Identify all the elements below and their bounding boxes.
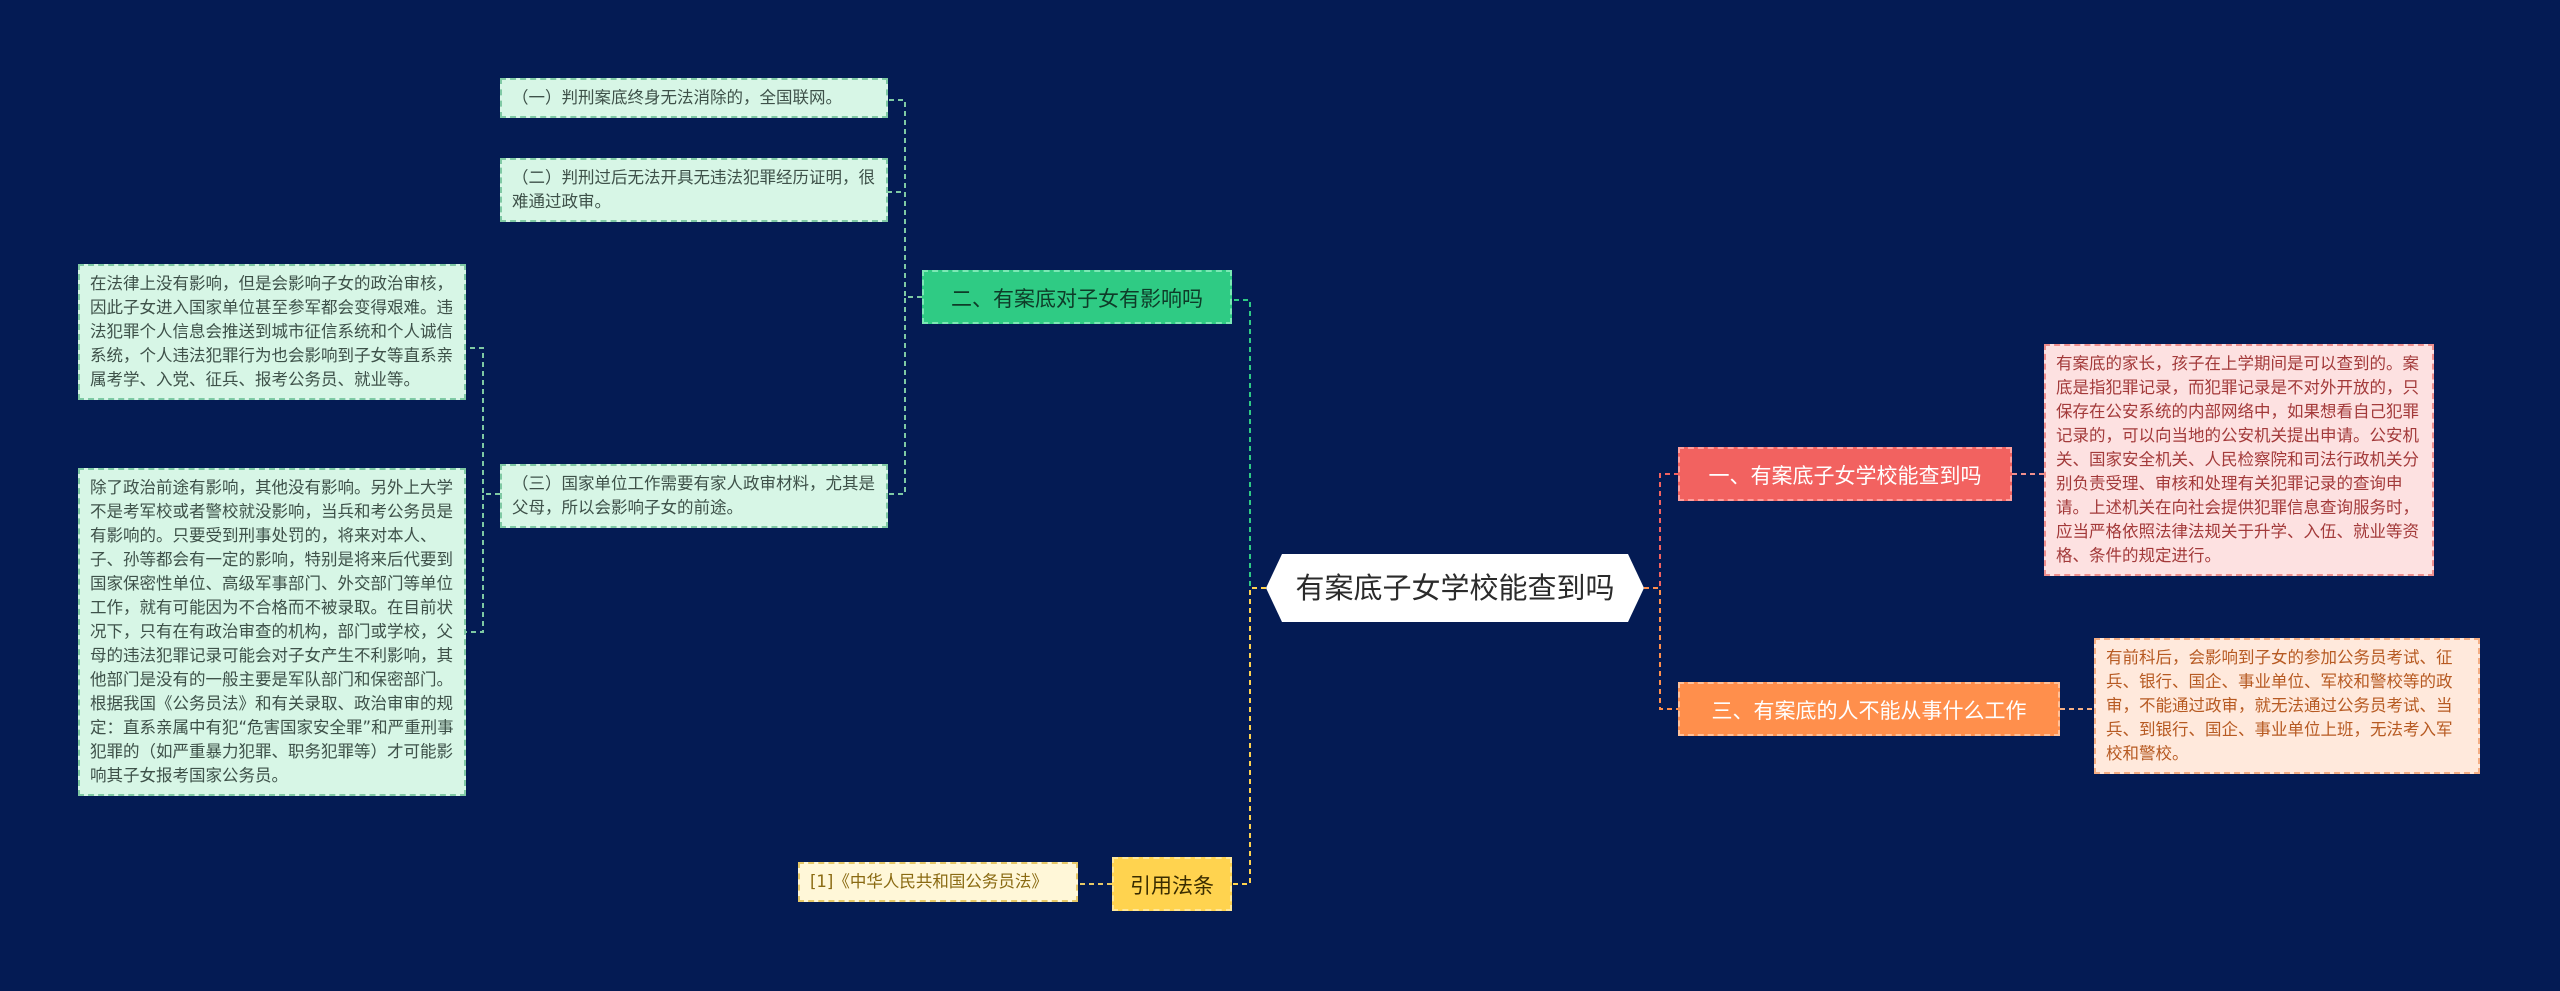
root-topic[interactable]: 有案底子女学校能查到吗 bbox=[1266, 554, 1644, 622]
link-influence-item-2 bbox=[888, 191, 922, 298]
influence-item-3[interactable]: （三）国家单位工作需要有家人政审材料，尤其是父母，所以会影响子女的前途。 bbox=[500, 464, 888, 528]
link-item3-detail-1 bbox=[466, 347, 500, 495]
school-detail[interactable]: 有案底的家长，孩子在上学期间是可以查到的。案底是指犯罪记录，而犯罪记录是不对外开… bbox=[2044, 344, 2434, 576]
link-root-influence bbox=[1232, 299, 1266, 589]
branch-jobs[interactable]: 三、有案底的人不能从事什么工作 bbox=[1678, 682, 2060, 736]
link-root-school bbox=[1644, 473, 1678, 589]
link-item3-detail-2 bbox=[466, 493, 500, 633]
link-influence-item-3 bbox=[888, 296, 922, 495]
link-root-jobs bbox=[1644, 587, 1678, 710]
branch-law[interactable]: 引用法条 bbox=[1112, 857, 1232, 911]
branch-influence[interactable]: 二、有案底对子女有影响吗 bbox=[922, 270, 1232, 324]
influence-detail-2[interactable]: 除了政治前途有影响，其他没有影响。另外上大学不是考军校或者警校就没影响，当兵和考… bbox=[78, 468, 466, 796]
link-influence-item-1 bbox=[888, 99, 922, 298]
branch-school[interactable]: 一、有案底子女学校能查到吗 bbox=[1678, 447, 2012, 501]
law-item[interactable]: [1]《中华人民共和国公务员法》 bbox=[798, 862, 1078, 902]
influence-detail-1[interactable]: 在法律上没有影响，但是会影响子女的政治审核，因此子女进入国家单位甚至参军都会变得… bbox=[78, 264, 466, 400]
link-root-law bbox=[1232, 587, 1266, 885]
jobs-detail[interactable]: 有前科后，会影响到子女的参加公务员考试、征兵、银行、国企、事业单位、军校和警校等… bbox=[2094, 638, 2480, 774]
influence-item-2[interactable]: （二）判刑过后无法开具无违法犯罪经历证明，很难通过政审。 bbox=[500, 158, 888, 222]
influence-item-1[interactable]: （一）判刑案底终身无法消除的，全国联网。 bbox=[500, 78, 888, 118]
